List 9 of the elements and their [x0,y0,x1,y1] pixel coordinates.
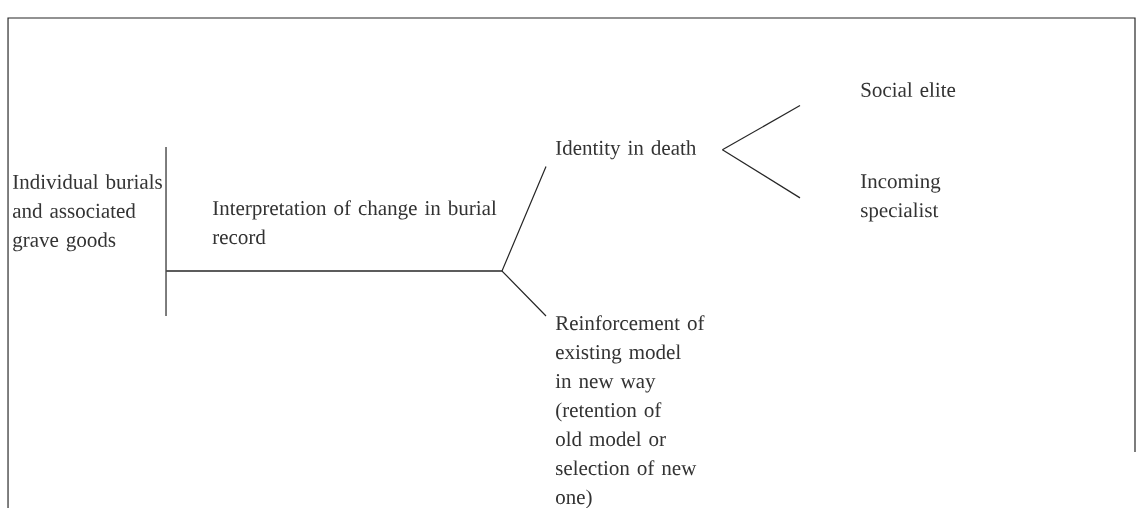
node-text: Incoming specialist [860,174,941,222]
node-text: Identity in death [555,140,697,160]
connector-line [721,105,801,151]
node-text: Social elite [861,82,956,97]
node-text: Reinforcement of existing model in new way (retention of old model or selection of new one) [555,315,705,508]
connector-line [721,149,801,199]
node-text: Individual burials and associated grave goods [12,174,162,252]
edge-label: Interpretation of change in burial record [212,200,497,245]
connector-line [165,270,547,317]
